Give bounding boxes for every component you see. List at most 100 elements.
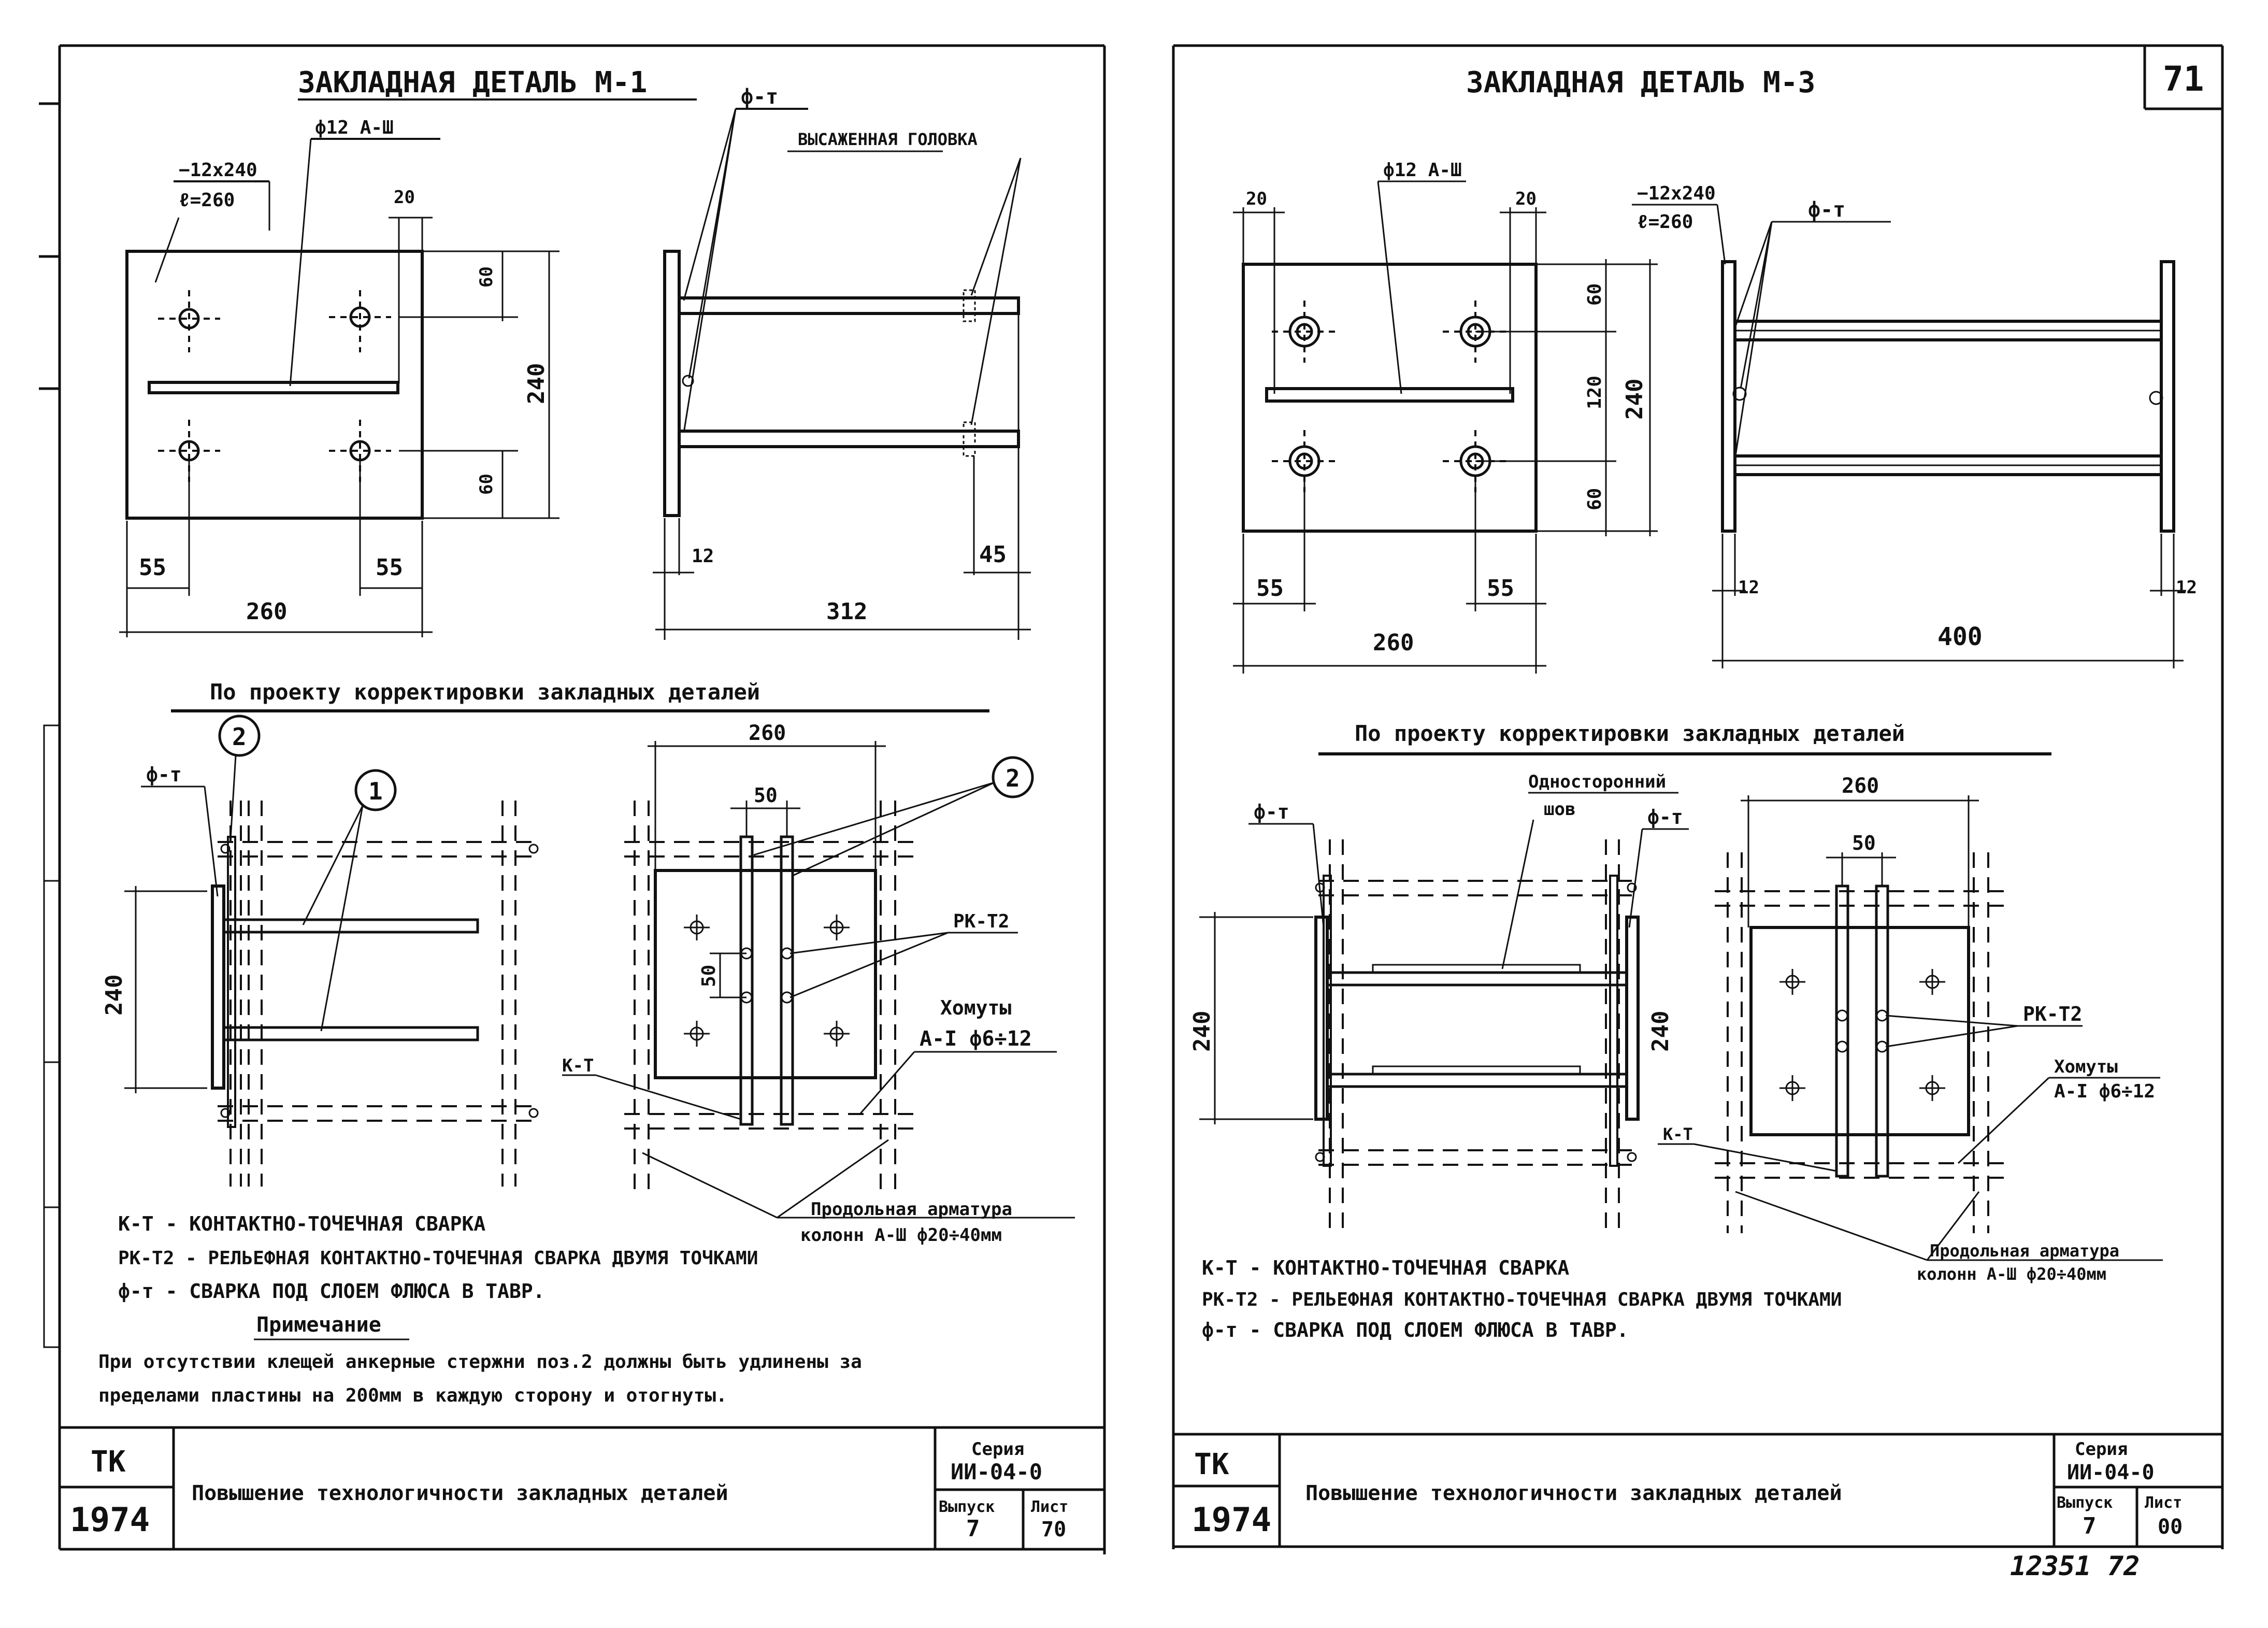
note-line-2: пределами пластины на 200мм в каждую сто…	[98, 1385, 727, 1406]
callout-1-circle	[354, 769, 397, 811]
left-corr-dim-240: 240	[101, 975, 127, 1016]
right-correction-title: По проекту корректировки закладных детал…	[1355, 721, 1905, 746]
right-corr-dim-240b: 240	[1647, 1011, 1674, 1052]
right-long-rebar: Продольная арматура	[1930, 1241, 2119, 1261]
margin-stamp	[43, 724, 61, 1348]
right-plan-dim-260: 260	[1842, 774, 1879, 798]
sheet-frames	[58, 44, 2224, 1554]
right-seam-label: шов	[1544, 799, 1575, 820]
m3-plan-dims	[1233, 207, 1658, 674]
left-long-rebar-spec: колонн А-Ш ф20÷40мм	[800, 1225, 1002, 1246]
m1-dim-312: 312	[826, 598, 867, 625]
right-stamp-frame	[1173, 1434, 2222, 1547]
right-rk-label: РК-Т2	[2023, 1003, 2082, 1025]
left-legend-rk: РК-Т2 - РЕЛЬЕФНАЯ КОНТАКТНО-ТОЧЕЧНАЯ СВА…	[118, 1248, 758, 1269]
left-legend-kt: К-Т - КОНТАКТНО-ТОЧЕЧНАЯ СВАРКА	[118, 1212, 485, 1235]
right-clamps-label: Хомуты	[2054, 1056, 2118, 1077]
left-stamp-title: Повышение технологичности закладных дета…	[192, 1481, 728, 1505]
m3-side-view	[1721, 260, 2175, 533]
right-stamp-year: 1974	[1192, 1501, 1271, 1539]
m1-plate-plan	[125, 250, 424, 520]
m3-dim-20a: 20	[1246, 189, 1267, 209]
right-stamp-issue-label: Выпуск	[2057, 1494, 2113, 1512]
callout-2b: 2	[1006, 764, 1020, 792]
m3-plate-label: −12х240	[1637, 183, 1716, 204]
left-corr-plan	[624, 801, 917, 1192]
left-plan-dim-50b: 50	[698, 965, 720, 987]
m1-plate-length: ℓ=260	[179, 190, 235, 211]
m1-side-view	[663, 250, 1020, 517]
m1-dim-55b: 55	[376, 554, 403, 581]
right-corr-weld-m: ф-т	[1254, 801, 1289, 823]
right-stamp-series-label: Серия	[2075, 1439, 2128, 1460]
m1-weld-label: ф-т	[741, 85, 778, 109]
right-corr-side-view	[1314, 839, 1640, 1233]
left-stamp-series: ИИ-04-0	[951, 1459, 1042, 1484]
m3-dim-20b: 20	[1515, 189, 1537, 209]
right-corr-dim-240a: 240	[1189, 1011, 1215, 1052]
right-stamp-series: ИИ-04-0	[2067, 1461, 2155, 1484]
right-one-side-label: Односторонний	[1528, 772, 1666, 792]
m1-dim-12: 12	[692, 546, 714, 567]
m3-dim-55a: 55	[1256, 575, 1284, 602]
m1-dim-60b: 60	[476, 474, 497, 495]
m3-dim-55b: 55	[1487, 575, 1514, 602]
m1-side-dims	[653, 313, 1031, 640]
m3-title: ЗАКЛАДНАЯ ДЕТАЛЬ М-3	[1466, 66, 1815, 99]
m3-dim-12b: 12	[2176, 577, 2197, 598]
right-plan-dim-50: 50	[1852, 832, 1876, 854]
right-corr-plan	[1715, 852, 2010, 1233]
left-plan-dim-50a: 50	[754, 784, 778, 807]
left-legend-ft: ф-т - СВАРКА ПОД СЛОЕМ ФЛЮСА В ТАВР.	[118, 1280, 545, 1303]
m1-dim-55a: 55	[139, 554, 166, 581]
m3-side-dims	[1712, 534, 2186, 668]
m1-plan-dims	[119, 217, 559, 637]
right-stamp-issue: 7	[2083, 1513, 2097, 1539]
left-corr-side-view	[211, 801, 539, 1187]
m3-dim-240: 240	[1621, 379, 1648, 420]
m1-title: ЗАКЛАДНАЯ ДЕТАЛЬ М-1	[298, 66, 647, 99]
page-number: 71	[2163, 59, 2204, 99]
right-corr-weld: ф-т	[1647, 806, 1683, 829]
left-plan-dim-260: 260	[749, 721, 786, 745]
m3-dim-120: 120	[1584, 376, 1605, 409]
m1-dim-20: 20	[394, 187, 415, 208]
callout-2-circle	[218, 715, 261, 757]
right-stamp-title: Повышение технологичности закладных дета…	[1305, 1481, 1842, 1505]
left-long-rebar: Продольная арматура	[811, 1199, 1012, 1220]
m3-dim-260: 260	[1373, 630, 1414, 656]
right-legend-ft: ф-т - СВАРКА ПОД СЛОЕМ ФЛЮСА В ТАВР.	[1202, 1319, 1629, 1341]
left-correction-title: По проекту корректировки закладных детал…	[210, 679, 760, 705]
m1-dim-240: 240	[523, 363, 550, 404]
right-long-rebar-spec: колонн А-Ш ф20÷40мм	[1917, 1264, 2106, 1284]
callout-1: 1	[368, 777, 383, 805]
margin-ticks	[39, 102, 60, 390]
m3-plate-plan	[1242, 263, 1538, 533]
left-stamp-series-label: Серия	[971, 1439, 1024, 1460]
left-rk-label: РК-Т2	[953, 911, 1009, 932]
left-stamp-year: 1974	[70, 1501, 150, 1539]
left-stamp-issue-label: Выпуск	[939, 1498, 995, 1516]
right-clamps-spec: А-I ф6÷12	[2054, 1081, 2155, 1102]
m3-dim-60a: 60	[1584, 283, 1605, 306]
m1-dim-60a: 60	[476, 266, 497, 288]
m1-plate-label: −12х240	[179, 160, 257, 181]
right-stamp-sheet: 00	[2158, 1515, 2183, 1539]
left-stamp-issue: 7	[966, 1516, 980, 1542]
left-stamp-sheet: 70	[1041, 1518, 1066, 1541]
m1-rebar-label: ф12 А-Ш	[315, 117, 394, 138]
callout-2b-circle	[992, 756, 1034, 798]
m1-head-label: ВЫСАЖЕННАЯ ГОЛОВКА	[798, 130, 978, 149]
left-corr-weld: ф-т	[146, 763, 182, 786]
left-clamps-label: Хомуты	[940, 996, 1011, 1019]
m3-plate-length: ℓ=260	[1637, 211, 1693, 233]
archive-number: 12351 72	[2010, 1551, 2140, 1582]
m3-weld-label: ф-т	[1808, 198, 1845, 222]
right-stamp-org: ТК	[1194, 1448, 1229, 1481]
right-legend-rk: РК-Т2 - РЕЛЬЕФНАЯ КОНТАКТНО-ТОЧЕЧНАЯ СВА…	[1202, 1289, 1842, 1310]
left-kt-label: К-Т	[562, 1055, 594, 1076]
left-stamp-org: ТК	[91, 1445, 126, 1479]
m3-rebar-label: ф12 А-Ш	[1383, 160, 1462, 181]
note-title: Примечание	[256, 1313, 381, 1337]
